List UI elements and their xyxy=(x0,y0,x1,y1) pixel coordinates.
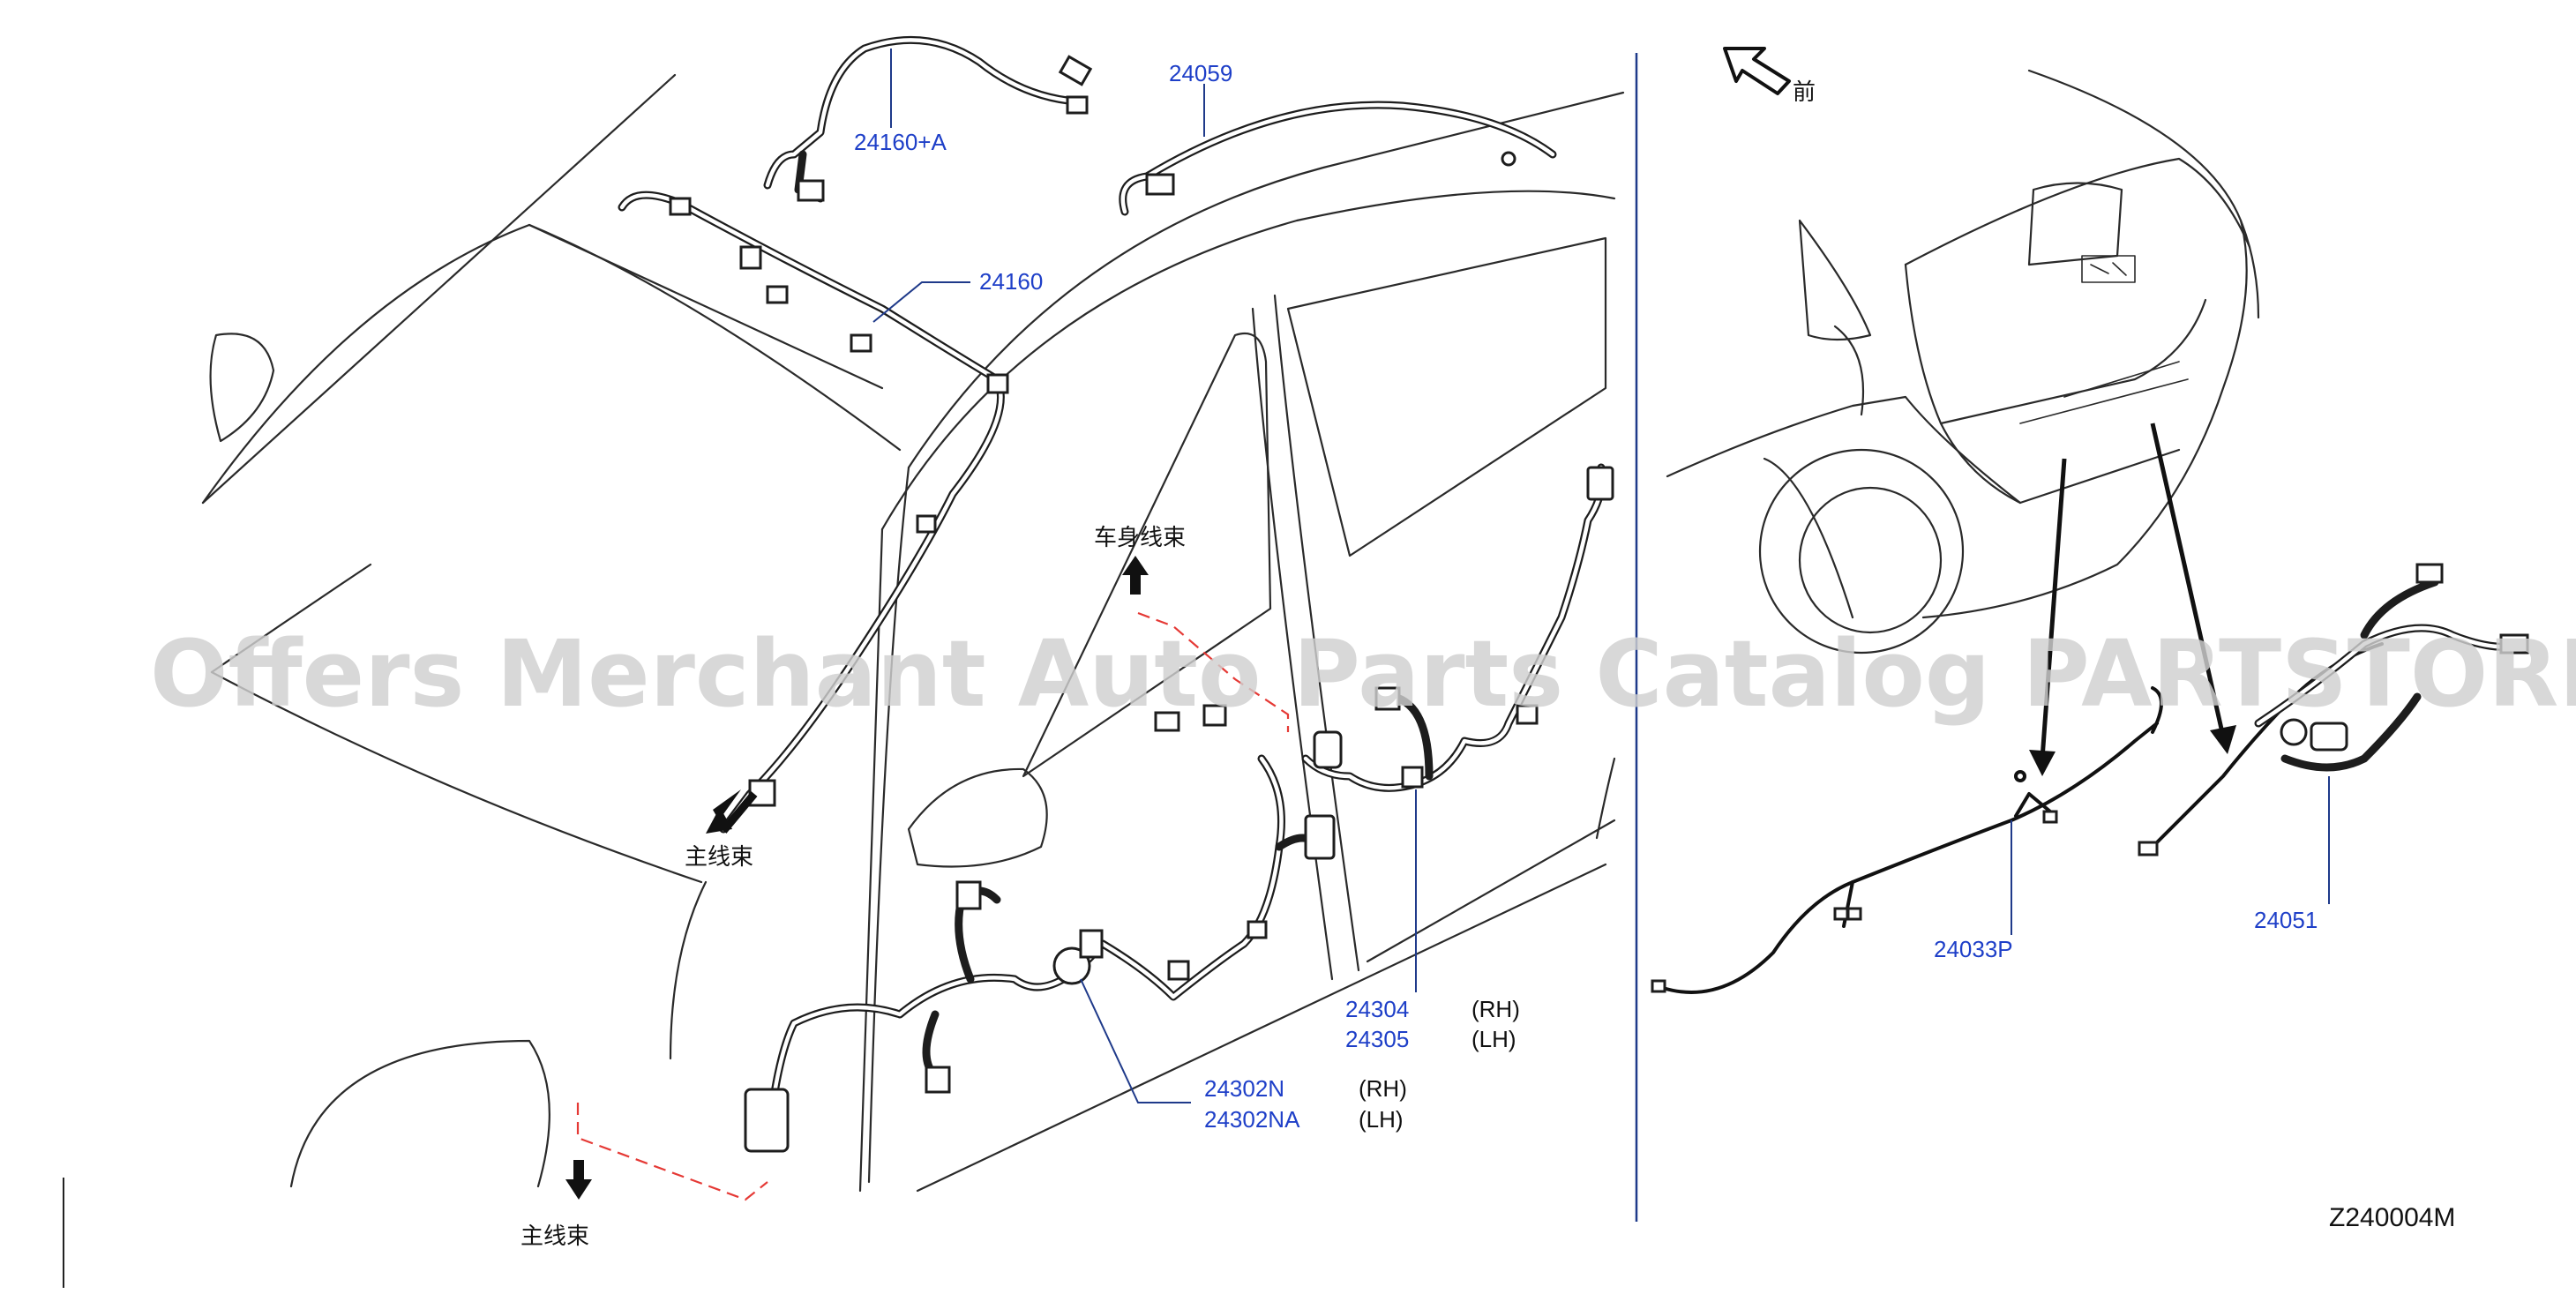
arrow-up-icon xyxy=(1122,556,1149,595)
diagram-code: Z240004M xyxy=(2329,1203,2455,1232)
harness-24033p xyxy=(1651,686,2163,994)
leader-24160 xyxy=(872,281,970,323)
note-body-harness: 车身线束 xyxy=(1094,525,1186,551)
side-label-lh-24305: (LH) xyxy=(1471,1026,1516,1052)
harness-24160a xyxy=(763,35,1093,203)
guide-dash-main xyxy=(576,1103,768,1201)
part-label-24033p[interactable]: 24033P xyxy=(1934,936,2013,962)
note-main-harness-bottom: 主线束 xyxy=(520,1223,589,1250)
guide-dash-body xyxy=(1137,611,1290,732)
part-label-24160[interactable]: 24160 xyxy=(979,268,1043,295)
part-label-24160a[interactable]: 24160+A xyxy=(854,129,947,155)
side-label-lh-24302na: (LH) xyxy=(1359,1106,1404,1133)
part-label-24302n[interactable]: 24302N xyxy=(1204,1075,1284,1102)
arrow-down-icon-bottom xyxy=(565,1160,592,1200)
harness-24302 xyxy=(744,754,1336,1153)
harness-24051 xyxy=(2138,563,2529,856)
note-front: 前 xyxy=(1793,79,1816,106)
harness-24160 xyxy=(618,191,1009,834)
part-label-24304[interactable]: 24304 xyxy=(1345,996,1409,1022)
part-label-24059[interactable]: 24059 xyxy=(1169,60,1232,86)
note-main-harness: 主线束 xyxy=(685,844,753,871)
arrow-down-icon xyxy=(706,789,758,834)
part-label-24302na[interactable]: 24302NA xyxy=(1204,1106,1300,1133)
harness-24304 xyxy=(1154,463,1614,792)
part-label-24305[interactable]: 24305 xyxy=(1345,1026,1409,1052)
front-direction-arrow-icon xyxy=(1723,47,1791,95)
harness-24059 xyxy=(1119,101,1557,216)
side-label-rh-24304: (RH) xyxy=(1471,996,1520,1022)
leader-24302n xyxy=(1080,978,1191,1103)
watermark-text: Offers Merchant Auto Parts Catalog PARTS… xyxy=(150,620,2576,728)
part-label-24051[interactable]: 24051 xyxy=(2254,907,2318,933)
side-label-rh-24302n: (RH) xyxy=(1359,1075,1407,1102)
car-body-outline-rear xyxy=(1666,69,2260,654)
